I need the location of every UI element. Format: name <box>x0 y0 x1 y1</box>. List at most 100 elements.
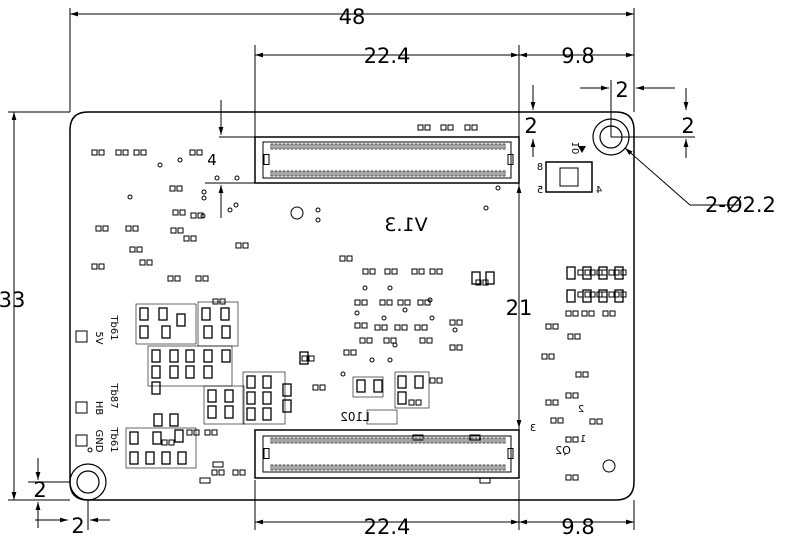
connector-pin <box>314 437 318 444</box>
connector-pin <box>418 170 422 177</box>
connector-pin <box>358 170 362 177</box>
connector-pin <box>326 464 330 471</box>
connector-pin <box>478 464 482 471</box>
connector-pin <box>462 143 466 150</box>
connector-pin <box>310 437 314 444</box>
connector-pin <box>458 437 462 444</box>
component-outline <box>125 427 197 469</box>
connector-pin <box>466 464 470 471</box>
connector-pin <box>422 464 426 471</box>
smd-pad <box>186 429 193 436</box>
inductor-label: L102 <box>340 410 370 424</box>
smd-pad <box>397 299 404 306</box>
smd-pad <box>419 337 426 344</box>
connector-pin <box>362 437 366 444</box>
smd-pad <box>361 322 368 329</box>
connector-pin <box>482 143 486 150</box>
smd-pad <box>211 469 218 476</box>
connector-pin <box>302 437 306 444</box>
smd-pad <box>232 469 239 476</box>
connector-pin <box>282 437 286 444</box>
connector-pin <box>498 437 502 444</box>
connector-pin <box>422 143 426 150</box>
smd-pad <box>102 225 109 232</box>
connector-pin <box>378 143 382 150</box>
via <box>201 189 207 195</box>
connector-pin <box>274 170 278 177</box>
connector-pin <box>354 464 358 471</box>
connector-pin <box>406 143 410 150</box>
board-connector-bottom <box>254 429 520 479</box>
smd-pad <box>346 255 353 262</box>
connector-pin <box>426 437 430 444</box>
connector-pin <box>358 437 362 444</box>
smd-pad <box>383 337 390 344</box>
connector-pin <box>406 437 410 444</box>
connector-end-pad <box>263 448 270 459</box>
smd-component <box>485 271 495 285</box>
smd-pad <box>401 324 408 331</box>
smd-pad <box>193 429 200 436</box>
smd-pad <box>139 259 146 266</box>
connector-pin <box>434 464 438 471</box>
smd-pad <box>386 299 393 306</box>
smd-pad <box>577 291 584 298</box>
smd-component <box>207 389 217 403</box>
smd-component <box>161 325 171 339</box>
connector-pin <box>290 437 294 444</box>
connector-pin <box>350 143 354 150</box>
connector-pin <box>282 170 286 177</box>
smd-pad <box>447 124 454 131</box>
connector-pin <box>394 143 398 150</box>
smd-component <box>152 431 162 445</box>
smd-pad <box>374 324 381 331</box>
smd-pad <box>449 319 456 326</box>
connector-pin <box>394 464 398 471</box>
smd-pad <box>350 349 357 356</box>
smd-pad <box>436 268 443 275</box>
smd-pad <box>189 149 196 156</box>
connector-pin <box>486 143 490 150</box>
connector-pin <box>322 464 326 471</box>
connector-pin <box>482 437 486 444</box>
connector-pin <box>434 143 438 150</box>
smd-component <box>169 365 179 379</box>
smd-component <box>262 407 272 421</box>
smd-component <box>139 307 149 321</box>
smd-pad <box>414 324 421 331</box>
via <box>227 207 233 213</box>
smd-pad <box>565 310 572 317</box>
connector-pin <box>290 143 294 150</box>
smd-pad <box>609 310 616 317</box>
component-outline <box>366 409 398 425</box>
connector-pin <box>446 143 450 150</box>
smd-component <box>145 451 155 465</box>
connector-pin <box>474 143 478 150</box>
connector-pin <box>270 170 274 177</box>
mounting-hole-top-right <box>592 118 630 156</box>
smd-component <box>397 391 407 405</box>
connector-pin <box>390 437 394 444</box>
smd-pad <box>601 269 608 276</box>
connector-pin <box>418 143 422 150</box>
connector-pin <box>290 170 294 177</box>
connector-pin <box>486 170 490 177</box>
connector-pin <box>318 143 322 150</box>
connector-pin <box>330 464 334 471</box>
smd-pad <box>384 268 391 275</box>
component-outline <box>147 345 233 387</box>
connector-pin <box>426 170 430 177</box>
connector-pin <box>306 464 310 471</box>
connector-pin <box>350 170 354 177</box>
smd-pad <box>391 268 398 275</box>
smd-pad <box>379 299 386 306</box>
smd-pad <box>354 322 361 329</box>
ic-pin-bottom-right-label: 4 <box>596 185 602 196</box>
connector-pin <box>294 437 298 444</box>
via <box>495 185 501 191</box>
smd-pad <box>464 124 471 131</box>
smd-pad <box>582 371 589 378</box>
connector-pin <box>398 464 402 471</box>
connector-pin <box>366 464 370 471</box>
connector-pin <box>326 143 330 150</box>
